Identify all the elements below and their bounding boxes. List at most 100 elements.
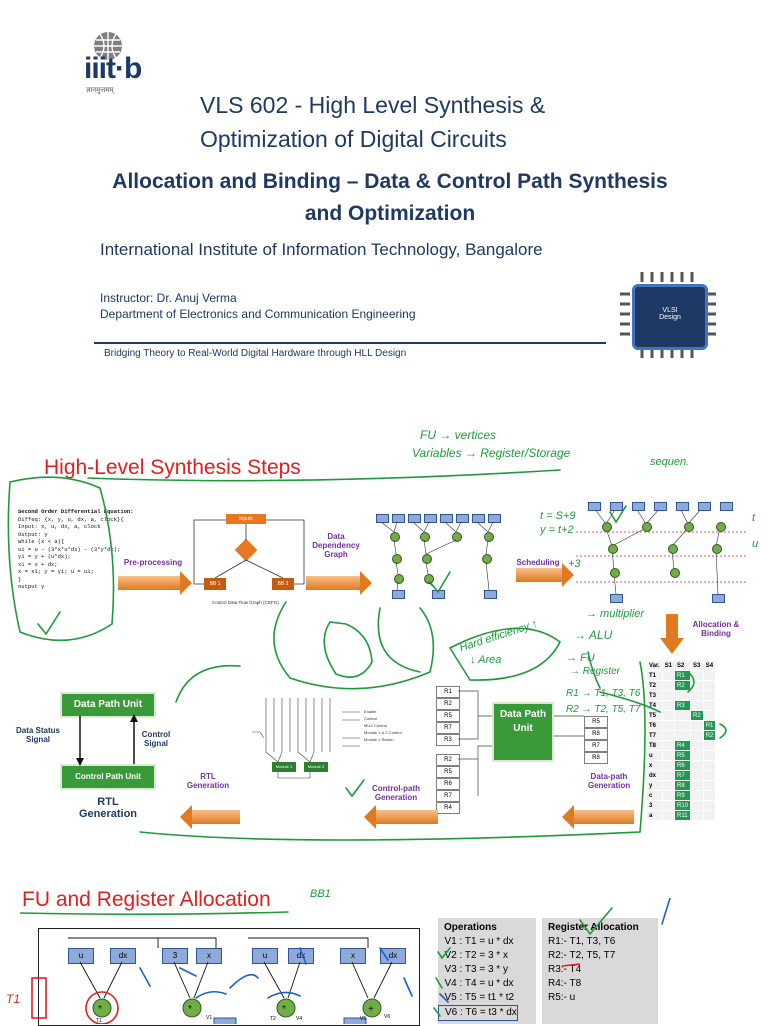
title-slide: iiit·b ज्ञानमुत्तमम् VLS 602 - High Leve… (0, 0, 768, 372)
topic-line2: and Optimization (304, 202, 476, 225)
ddg-node (440, 514, 453, 523)
operation-item: V4 : T4 = u * dx (444, 978, 514, 989)
sched-node (588, 502, 601, 511)
controlpath-gen-arrow (364, 805, 438, 829)
department-name: Department of Electronics and Communicat… (100, 307, 416, 321)
sched-node (632, 502, 645, 511)
register-allocation-item: R4:- T8 (548, 978, 582, 989)
operation-item: V5 : T5 = t1 * t2 (444, 992, 515, 1003)
title-underline (20, 911, 289, 916)
code-line: Diffeq: {x, y, u, dx, a, clock}{ (18, 515, 124, 523)
code-line: Output: y (18, 530, 48, 538)
ddg-op (484, 532, 494, 542)
register-box: R2 (436, 754, 460, 766)
ddg-op (390, 532, 400, 542)
svg-text:*: * (98, 1004, 102, 1015)
ddg-op (392, 554, 402, 564)
sched-op (610, 568, 620, 578)
sched-node (712, 594, 725, 603)
code-block: Second Order Differential Equation: Diff… (18, 508, 134, 591)
register-allocation-list: R1:- T1, T3, T6 R2:- T2, T5, T7 R3:- T4 … (542, 935, 615, 1005)
rtl-control-path-unit: Control Path Unit (60, 764, 156, 790)
scheduling-arrow (516, 563, 574, 587)
sched-op (712, 544, 722, 554)
register-box: R6 (436, 778, 460, 790)
code-line: u1 = u – (3*x*u*dx) – (3*y*dx); (18, 545, 121, 553)
note-plus3: +3 (568, 558, 581, 570)
register-box: R7 (436, 722, 460, 734)
sched-op (608, 544, 618, 554)
note-fu: → FU (566, 652, 595, 664)
course-title: VLS 602 - High Level Synthesis & Optimiz… (200, 88, 620, 156)
ddg-node (424, 514, 437, 523)
schematic-label: Module 1 Return (364, 737, 394, 742)
svg-text:*: * (282, 1004, 286, 1015)
cdfg-caption: Control Data Flow Graph (CDFG) (212, 600, 279, 605)
hls-steps-title: High-Level Synthesis Steps (44, 456, 301, 479)
dfg-node-label: V4 (296, 1016, 303, 1022)
register-box: R8 (584, 752, 608, 764)
schematic-ctrl-labels: Enable Control MUX Control Module 1 & 2 … (364, 708, 402, 743)
datapath-gen-label: Data-path Generation (587, 772, 631, 790)
register-box: R7 (436, 790, 460, 802)
scheduled-graph (576, 498, 746, 608)
sched-op (684, 522, 694, 532)
course-title-line1: VLS 602 - High Level Synthesis & (200, 92, 546, 118)
table-cell (690, 810, 704, 821)
register-box: R7 (584, 740, 608, 752)
dfg-input-node: x (196, 948, 222, 964)
sched-op (670, 568, 680, 578)
note-u: u (752, 538, 759, 550)
allocation-arrow (660, 614, 684, 654)
ddg-op (422, 554, 432, 564)
table-cell: R11 (674, 810, 692, 821)
ddg-node (408, 514, 421, 523)
operation-item: V2 : T2 = 3 * x (444, 950, 508, 961)
topic-line1: Allocation and Binding – Data & Control … (112, 170, 668, 193)
preprocessing-label: Pre-processing (123, 558, 183, 567)
code-line: x1 = x + dx; (18, 560, 58, 568)
operation-item: V3 : T3 = 3 * y (444, 964, 508, 975)
register-box: R5 (584, 716, 608, 728)
register-box: R2 (436, 698, 460, 710)
sched-node (720, 502, 733, 511)
ddg-label: Data Dependency Graph (312, 532, 360, 559)
controlpath-gen-label: Control-path Generation (372, 784, 420, 802)
cdfg-bb1: BB 1 (204, 578, 226, 590)
register-allocation-item: R3:- T4 (548, 964, 582, 975)
dfg-node-label: V1 (206, 1015, 213, 1021)
control-signal-label: Control Signal (141, 730, 171, 748)
note-alu: → ALU (574, 628, 613, 642)
dfg-input-node: u (68, 948, 94, 964)
sched-node (676, 502, 689, 511)
dfg-node-label: V6 (384, 1014, 391, 1020)
schematic-label: Module 1 & 2 Control (364, 730, 402, 735)
rtl-data-path-unit: Data Path Unit (60, 692, 156, 718)
dfg-node-label: T2 (270, 1016, 276, 1022)
note-r2-map: R2 → T2, T5, T7 (566, 704, 641, 715)
ink-annotations (7, 469, 727, 841)
code-heading: Second Order Differential Equation: (18, 508, 134, 515)
register-allocation-item: R1:- T1, T3, T6 (548, 936, 616, 947)
allocation-label: Allocation & Binding (692, 620, 740, 638)
operations-heading: Operations (444, 922, 497, 933)
ddg-op (424, 574, 434, 584)
preprocessing-arrow (118, 571, 192, 595)
dfg-edges: * * * + (68, 937, 393, 1024)
table-cell (702, 810, 717, 821)
schematic-label: Enable (364, 709, 377, 714)
operation-item: V1 : T1 = u * dx (444, 936, 514, 947)
sched-op (668, 544, 678, 554)
register-box: R1 (436, 686, 460, 698)
fu-register-title: FU and Register Allocation (22, 888, 271, 911)
side-note-t1: T1 (6, 992, 21, 1006)
note-area: ↓ Area (470, 654, 502, 666)
register-box: R3 (436, 734, 460, 746)
dfg-node-label: T1 (96, 1018, 102, 1024)
register-box: R8 (584, 728, 608, 740)
ddg-node (456, 514, 469, 523)
ddg-node (488, 514, 501, 523)
ddg-node (392, 590, 405, 599)
